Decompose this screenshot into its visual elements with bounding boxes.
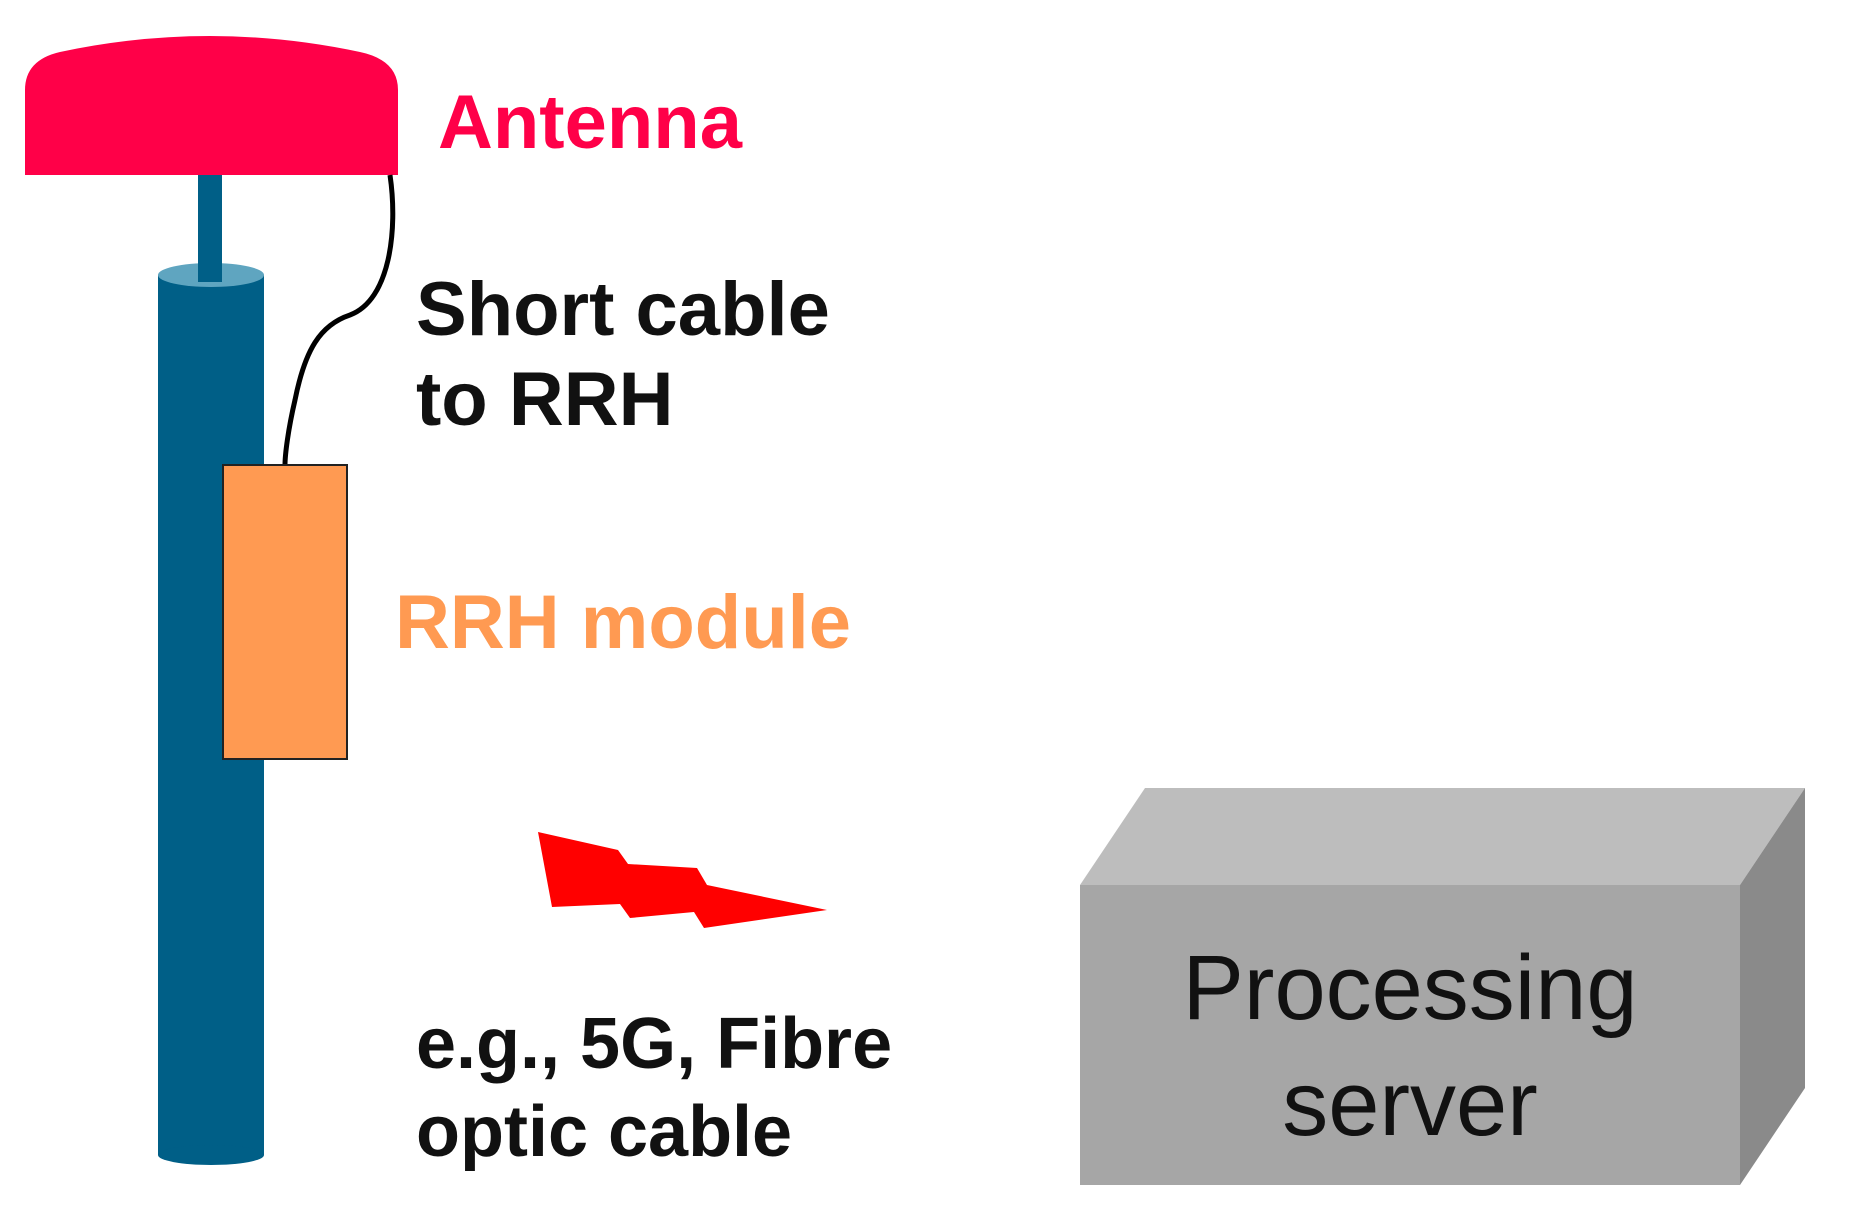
processing-server-label-line2: server: [1282, 1053, 1538, 1155]
short-cable-label-line1: Short cable: [416, 267, 830, 352]
antenna-label: Antenna: [438, 80, 742, 165]
antenna-dome-icon: [25, 36, 398, 175]
processing-server-label-line1: Processing: [1182, 937, 1638, 1039]
link-type-label-line2: optic cable: [416, 1092, 793, 1172]
processing-server-label: Processing server: [1080, 930, 1740, 1162]
server-box-3d: [1080, 788, 1805, 1185]
rrh-module-label: RRH module: [395, 580, 851, 665]
rrh-module-box: [222, 464, 348, 760]
link-type-label: e.g., 5G, Fibre optic cable: [416, 1000, 892, 1176]
short-cable-label: Short cable to RRH: [416, 265, 830, 445]
short-cable: [282, 174, 396, 466]
link-type-label-line1: e.g., 5G, Fibre: [416, 1004, 893, 1084]
short-cable-label-line2: to RRH: [416, 357, 674, 442]
lightning-bolt-icon: [538, 832, 827, 928]
